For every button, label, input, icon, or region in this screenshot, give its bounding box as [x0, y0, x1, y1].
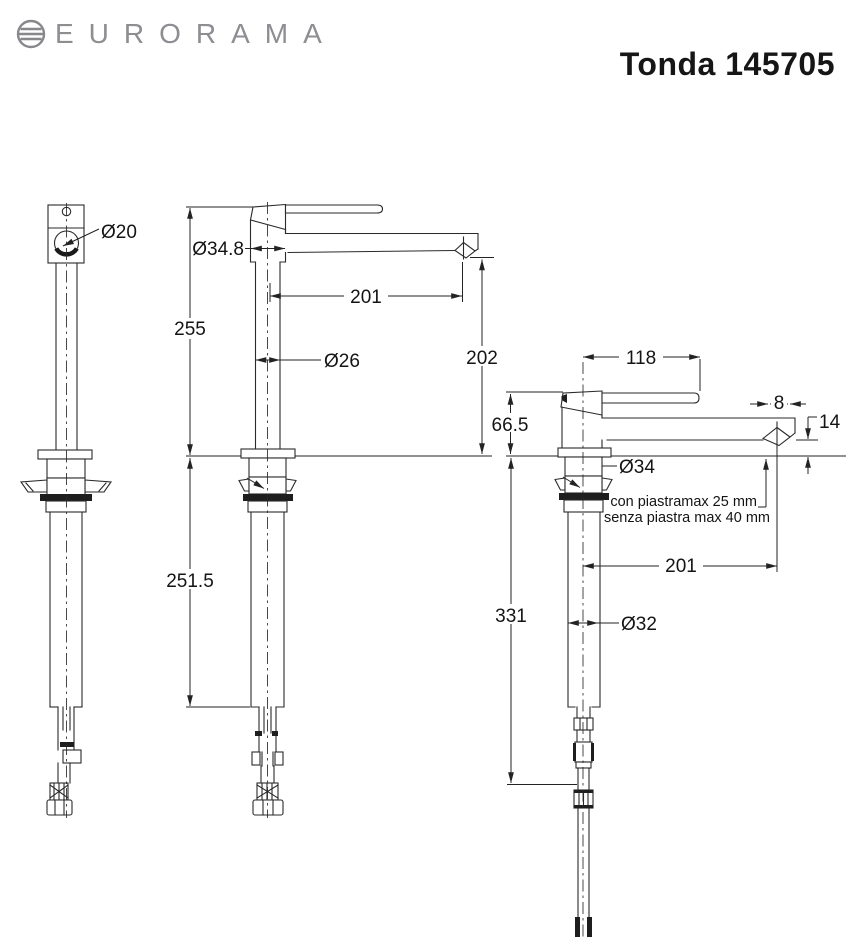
dim-low-shank-diameter: Ø32 [621, 614, 657, 635]
dim-side-height: 255 [174, 319, 206, 340]
dim-side-spout-reach: 201 [350, 287, 382, 308]
dim-low-spout-reach: 201 [665, 556, 697, 577]
brand-name: EURORAMA [55, 18, 337, 49]
side-view-low: 118 8 14 66.5 Ø34 con piastramax 25 mm s… [487, 346, 846, 937]
dim-low-spout-height: 66.5 [492, 415, 529, 436]
note-with-plate: con piastramax 25 mm [610, 494, 757, 510]
brand-logo: EURORAMA [14, 17, 337, 51]
dim-low-base-diameter: Ø34 [619, 457, 655, 478]
front-view: Ø20 [19, 203, 137, 818]
note-without-plate: senza piastra max 40 mm [604, 510, 770, 526]
dim-front-handle-diameter: Ø20 [101, 222, 137, 243]
dim-low-under-counter: 331 [495, 606, 527, 627]
dim-side-spout-height: 202 [466, 348, 498, 369]
dim-low-tip-gap: 14 [819, 412, 841, 433]
dim-low-lever-length: 118 [626, 348, 656, 369]
dim-low-tip-offset: 8 [774, 393, 785, 414]
dim-side-column-diameter: Ø26 [324, 351, 360, 372]
side-view: 255 251.5 201 202 Ø34.8 Ø26 [165, 202, 504, 818]
product-title: Tonda 145705 [619, 46, 835, 82]
dim-side-under-counter: 251.5 [166, 571, 214, 592]
globe-icon [16, 19, 46, 49]
dim-side-body-diameter: Ø34.8 [192, 239, 244, 260]
